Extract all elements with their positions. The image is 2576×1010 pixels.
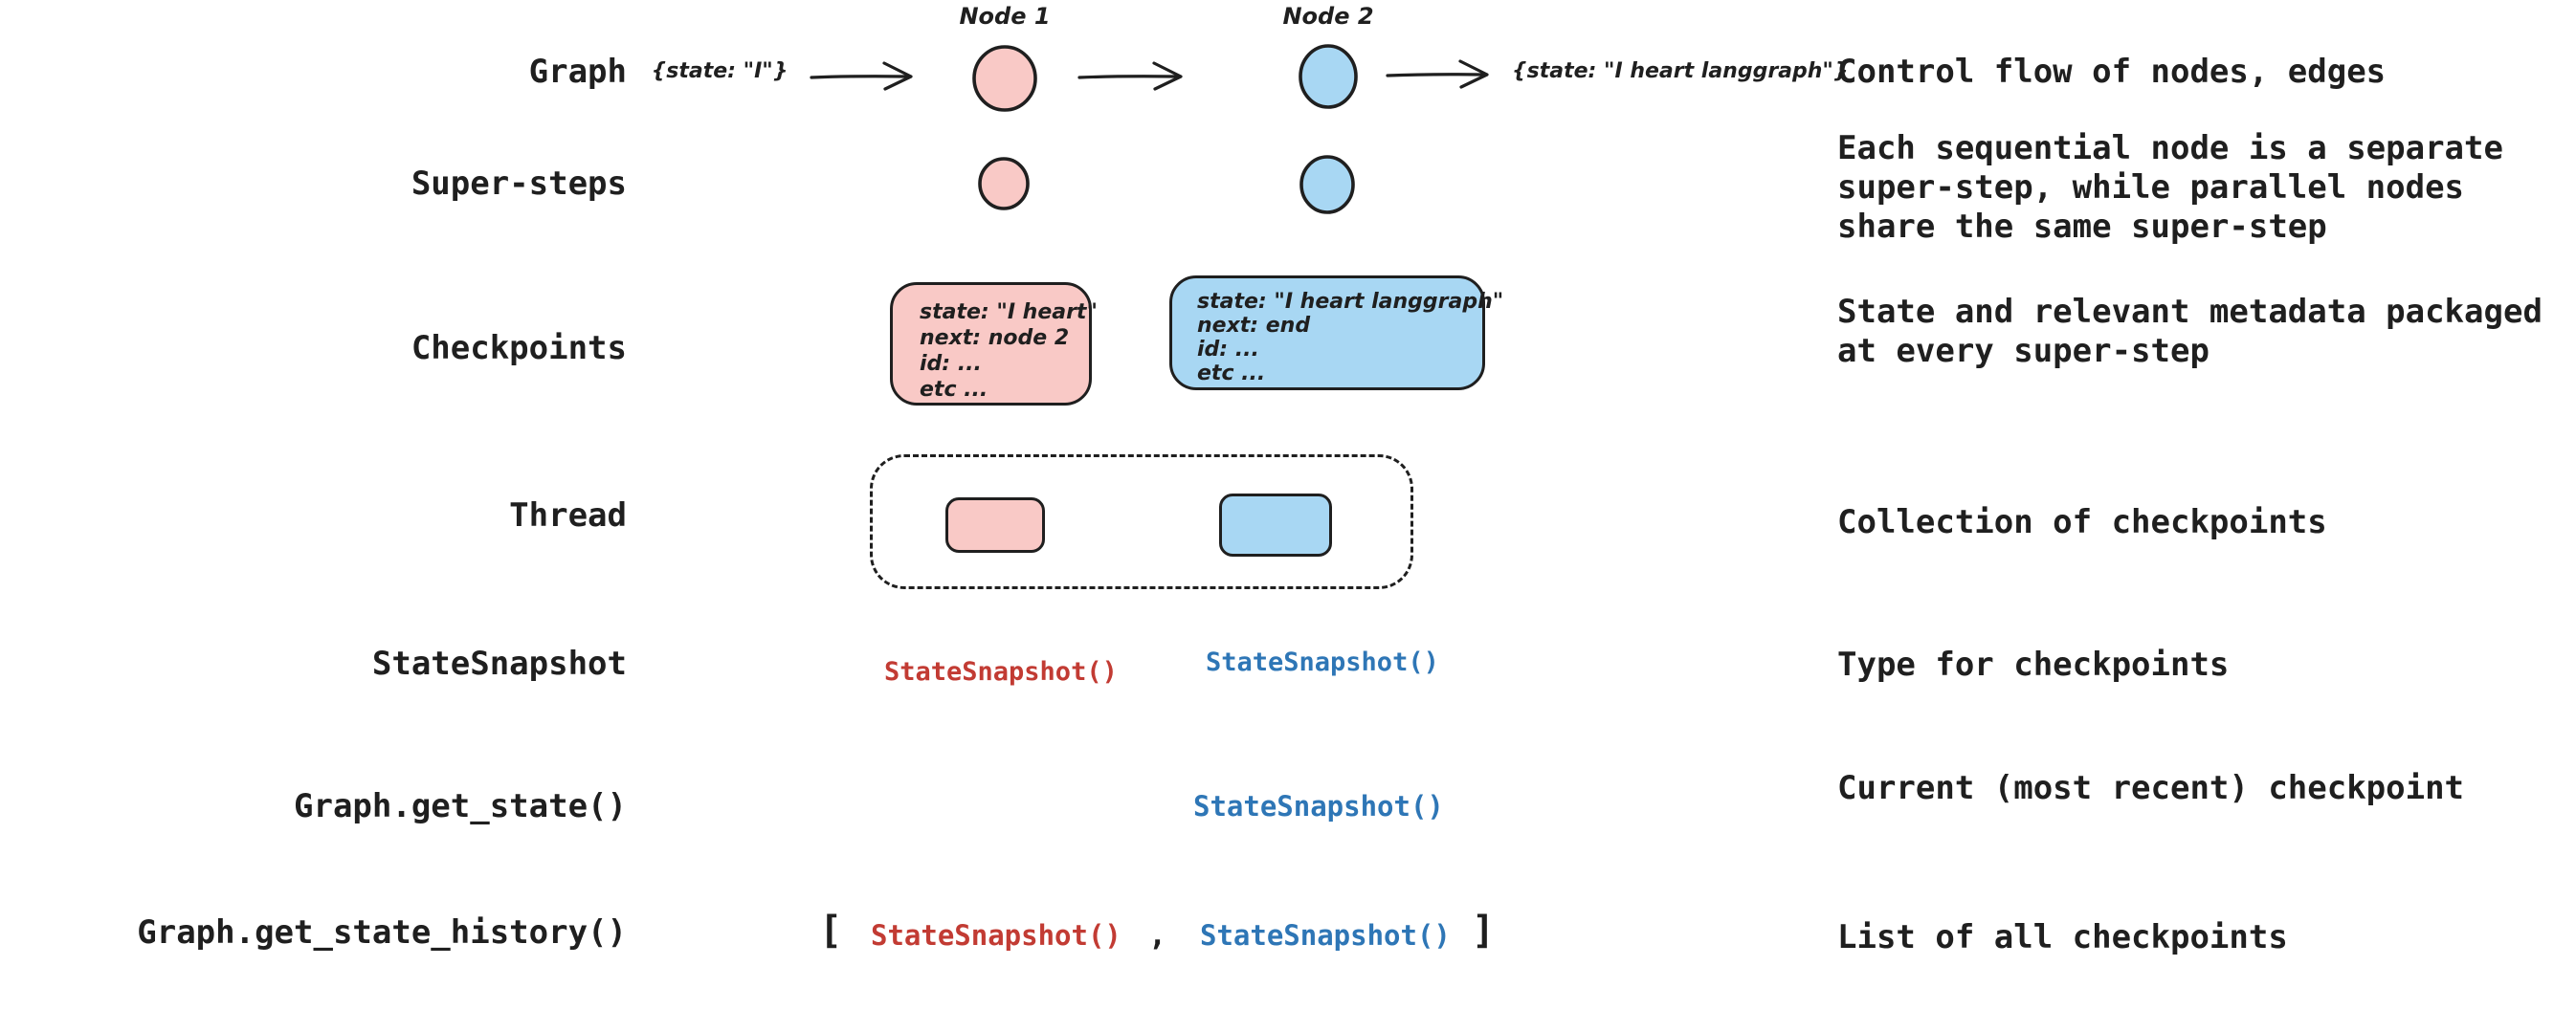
statesnapshot-red-row5: StateSnapshot() <box>884 657 1118 687</box>
desc-checkpoints: State and relevant metadata packaged at … <box>1837 293 2543 371</box>
thread-container-box <box>870 454 1413 589</box>
desc-get-state-history: List of all checkpoints <box>1837 918 2288 957</box>
super-step-1-circle <box>978 157 1030 210</box>
desc-line: List of all checkpoints <box>1837 918 2288 956</box>
statesnapshot-red-history: StateSnapshot() <box>871 919 1121 952</box>
row-label-get-state-history: Graph.get_state_history() <box>137 913 627 952</box>
checkpoint-line: etc ... <box>920 378 988 402</box>
row-label-statesnapshot: StateSnapshot <box>371 645 627 683</box>
desc-get-state: Current (most recent) checkpoint <box>1837 769 2464 808</box>
desc-line: State and relevant metadata packaged <box>1837 293 2543 331</box>
desc-line: Type for checkpoints <box>1837 646 2230 684</box>
checkpoint-box-node2: state: "I heart langgraph" next: end id:… <box>1169 275 1504 390</box>
thread-checkpoint-blue <box>1219 494 1332 557</box>
checkpoint-line: id: ... <box>920 352 982 376</box>
statesnapshot-blue-row5: StateSnapshot() <box>1206 648 1439 677</box>
desc-line: share the same super-step <box>1837 208 2327 246</box>
row-label-thread: Thread <box>509 496 627 535</box>
node1-label: Node 1 <box>959 3 1051 30</box>
input-state-text: {state: "I"} <box>651 59 788 83</box>
checkpoint-line: next: end <box>1197 314 1311 338</box>
flow-arrow-3 <box>1386 59 1489 89</box>
desc-line: super-step, while parallel nodes <box>1837 168 2465 207</box>
statesnapshot-blue-get-state: StateSnapshot() <box>1193 790 1444 823</box>
desc-super-steps: Each sequential node is a separate super… <box>1837 129 2503 247</box>
desc-line: Collection of checkpoints <box>1837 503 2327 541</box>
desc-line: at every super-step <box>1837 332 2210 370</box>
node-1-circle <box>972 45 1037 112</box>
checkpoint-line: next: node 2 <box>920 326 1070 350</box>
thread-checkpoint-pink <box>945 497 1045 553</box>
checkpoint-line: id: ... <box>1197 338 1259 362</box>
statesnapshot-blue-history: StateSnapshot() <box>1200 919 1451 952</box>
checkpoint-line: state: "I heart" <box>920 300 1098 324</box>
node2-label: Node 2 <box>1282 3 1374 30</box>
desc-statesnapshot: Type for checkpoints <box>1837 646 2229 685</box>
row-label-super-steps: Super-steps <box>411 165 627 203</box>
list-comma: , <box>1148 916 1167 953</box>
super-step-2-circle <box>1299 155 1355 214</box>
node-2-circle <box>1299 44 1358 109</box>
checkpoint-line: etc ... <box>1197 362 1266 385</box>
row-label-graph: Graph <box>528 53 627 91</box>
desc-line: Each sequential node is a separate <box>1837 129 2503 167</box>
row-label-get-state: Graph.get_state() <box>294 787 627 825</box>
flow-arrow-1 <box>810 61 913 91</box>
checkpoint-line: state: "I heart langgraph" <box>1197 290 1504 314</box>
desc-line: Control flow of nodes, edges <box>1837 53 2387 91</box>
desc-thread: Collection of checkpoints <box>1837 503 2327 542</box>
desc-graph: Control flow of nodes, edges <box>1837 53 2386 92</box>
flow-arrow-2 <box>1077 61 1183 91</box>
desc-line: Current (most recent) checkpoint <box>1837 769 2465 807</box>
output-state-text: {state: "I heart langgraph"} <box>1512 59 1849 83</box>
list-bracket-open: [ <box>819 909 843 953</box>
checkpoint-box-node1: state: "I heart" next: node 2 id: ... et… <box>890 282 1098 406</box>
row-label-checkpoints: Checkpoints <box>411 329 627 367</box>
list-bracket-close: ] <box>1472 909 1496 953</box>
